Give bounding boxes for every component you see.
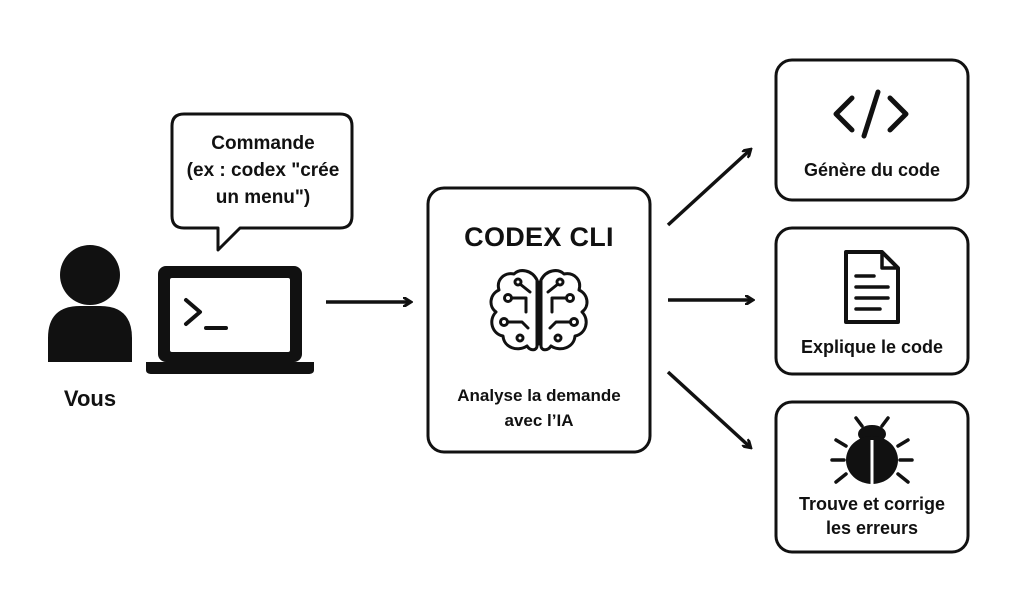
arrow-to-fix xyxy=(666,370,750,447)
arrow-to-generate xyxy=(666,150,750,227)
output-label-line: Trouve et corrige xyxy=(798,494,946,514)
code-brackets-icon xyxy=(833,89,909,139)
command-bubble-shape xyxy=(170,112,354,252)
output-label-explain: Explique le code xyxy=(776,335,968,359)
output-label-fix: Trouve et corrige les erreurs xyxy=(776,492,968,540)
terminal-laptop-icon xyxy=(146,266,314,374)
bug-icon xyxy=(830,416,914,484)
command-bubble: Commande (ex : codex "crée un menu") xyxy=(170,130,356,211)
codex-description: Analyse la demande avec l’IA xyxy=(428,383,650,433)
document-icon xyxy=(844,250,900,324)
command-line: un menu") xyxy=(215,187,311,208)
output-box-generate xyxy=(774,58,970,202)
codex-desc-line: Analyse la demande xyxy=(457,386,621,405)
brain-circuit-icon xyxy=(489,269,589,352)
codex-desc-line: avec l’IA xyxy=(504,411,574,430)
output-label-line: Génère du code xyxy=(803,160,941,180)
output-label-line: Explique le code xyxy=(800,337,944,357)
command-line: Commande xyxy=(211,133,315,154)
user-label: Vous xyxy=(63,386,117,411)
command-line: (ex : codex "crée xyxy=(186,160,340,181)
output-label-line: les erreurs xyxy=(825,518,919,538)
output-label-generate: Génère du code xyxy=(776,158,968,182)
codex-title: CODEX CLI xyxy=(464,222,614,252)
person-icon xyxy=(48,245,132,362)
